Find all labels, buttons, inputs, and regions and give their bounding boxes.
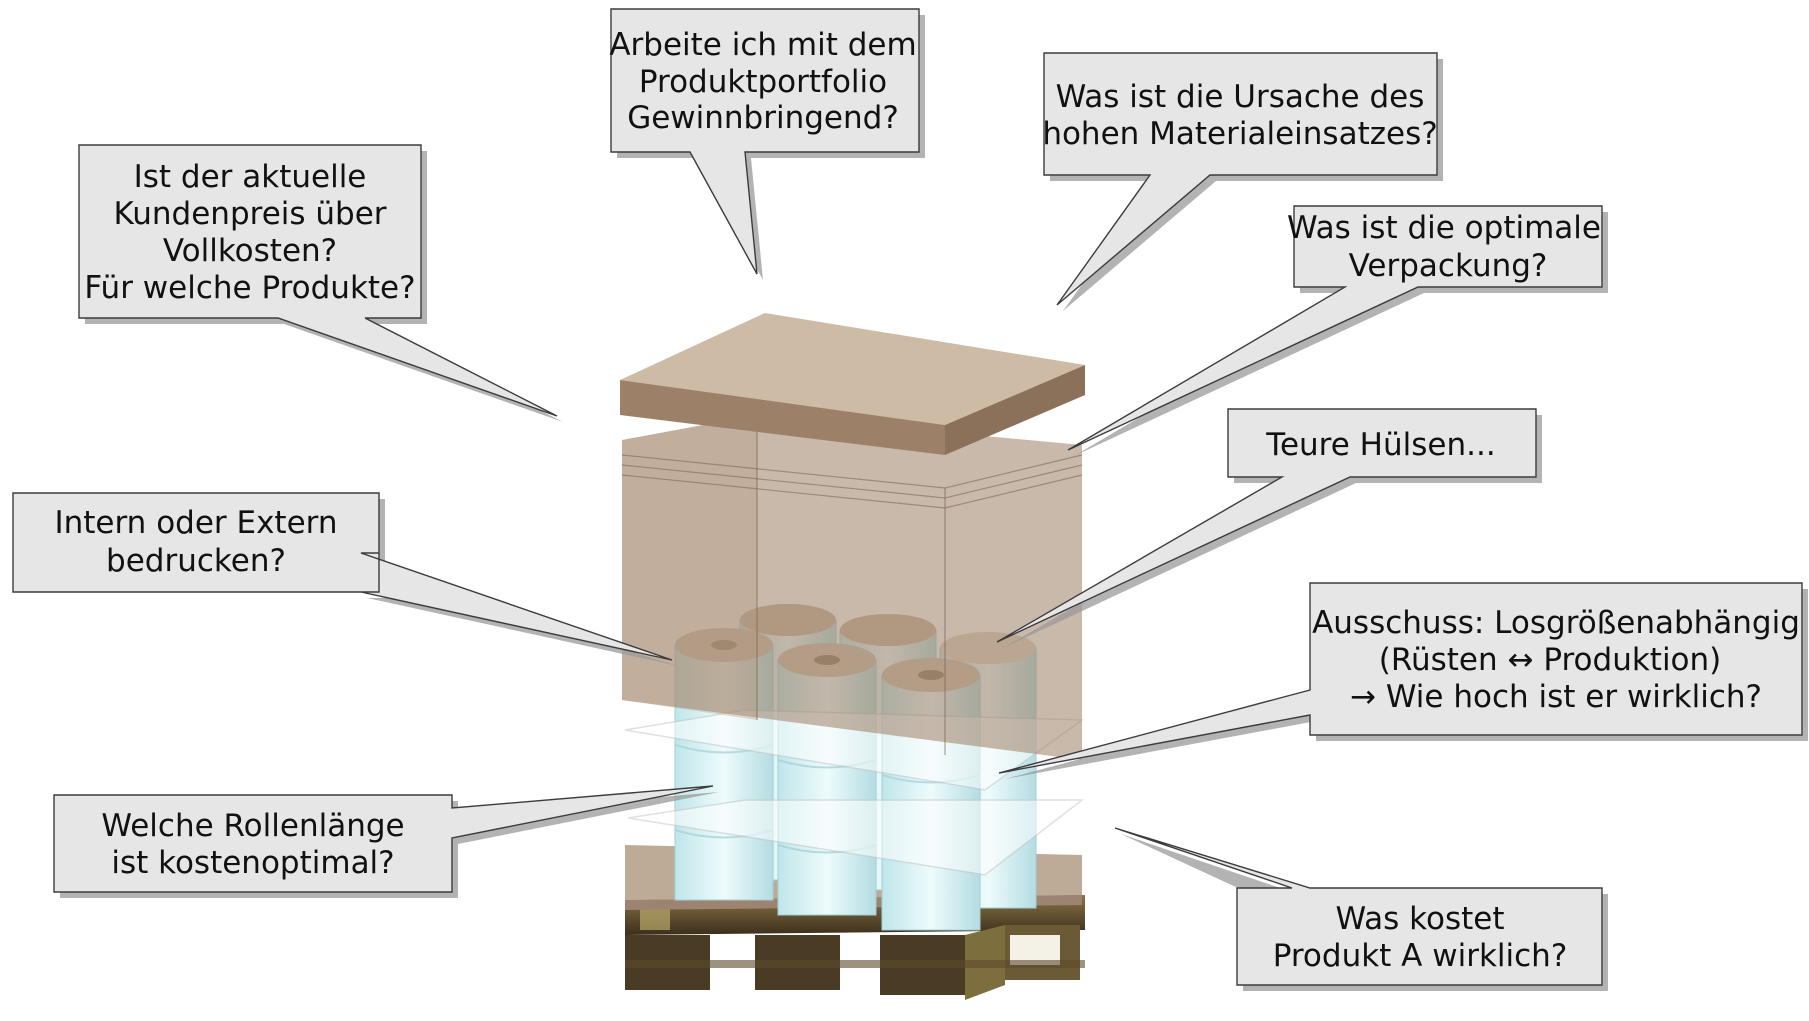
callout-product-cost-line-1: Was kostet xyxy=(1335,901,1504,937)
callout-roll-length-line-2: ist kostenoptimal? xyxy=(111,845,394,881)
callout-product-cost-line-2: Produkt A wirklich? xyxy=(1273,938,1568,974)
callout-printing-line-2: bedrucken? xyxy=(106,543,286,579)
callout-portfolio: Arbeite ich mit dem Produktportfolio Gew… xyxy=(609,8,925,280)
callout-cores: Teure Hülsen... xyxy=(996,408,1542,648)
callout-cores-line-1: Teure Hülsen... xyxy=(1265,427,1495,463)
callout-scrap-line-1: Ausschuss: Losgrößenabhängig xyxy=(1312,605,1800,641)
callout-scrap: Ausschuss: Losgrößenabhängig (Rüsten ↔ P… xyxy=(998,582,1808,779)
outer-carton xyxy=(621,415,1083,760)
callout-printing-line-1: Intern oder Extern xyxy=(54,505,337,541)
callout-price-line-3: Vollkosten? xyxy=(163,233,337,269)
callout-material-line-2: hohen Materialeinsatzes? xyxy=(1042,116,1437,152)
carton-lid xyxy=(620,313,1085,455)
callout-portfolio-line-2: Produktportfolio xyxy=(639,64,887,100)
callout-material-line-1: Was ist die Ursache des xyxy=(1056,79,1425,115)
callout-portfolio-line-1: Arbeite ich mit dem xyxy=(609,27,916,63)
callout-price-line-2: Kundenpreis über xyxy=(113,196,386,232)
callout-printing: Intern oder Extern bedrucken? xyxy=(12,492,678,666)
callout-portfolio-line-3: Gewinnbringend? xyxy=(627,100,899,136)
callout-packaging-line-2: Verpackung? xyxy=(1349,248,1548,284)
callout-scrap-line-2: (Rüsten ↔ Produktion) xyxy=(1379,642,1722,678)
callout-price: Ist der aktuelle Kundenpreis über Vollko… xyxy=(78,144,563,422)
callout-packaging-line-1: Was ist die optimale xyxy=(1287,210,1601,246)
pallet-illustration xyxy=(620,313,1085,1000)
callout-roll-length: Welche Rollenlänge ist kostenoptimal? xyxy=(53,785,719,898)
callout-material: Was ist die Ursache des hohen Materialei… xyxy=(1042,52,1443,311)
callout-scrap-line-3: → Wie hoch ist er wirklich? xyxy=(1350,679,1762,715)
callout-packaging: Was ist die optimale Verpackung? xyxy=(1067,205,1608,456)
callout-price-line-1: Ist der aktuelle xyxy=(134,159,367,195)
callout-roll-length-line-1: Welche Rollenlänge xyxy=(101,808,404,844)
callout-price-line-4: Für welche Produkte? xyxy=(84,270,415,306)
callout-product-cost: Was kostet Produkt A wirklich? xyxy=(1114,827,1608,991)
